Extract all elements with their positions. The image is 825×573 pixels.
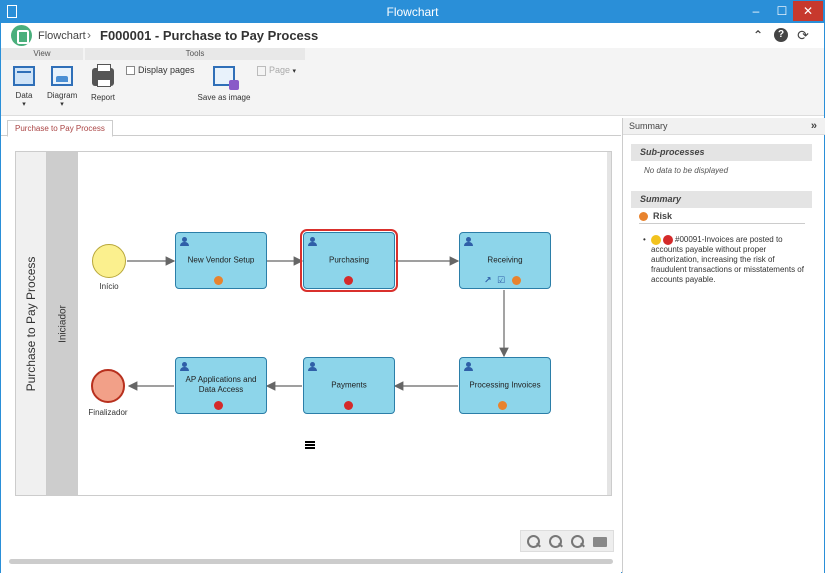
flowchart-diagram[interactable]: Purchase to Pay Process Iniciador Início bbox=[15, 151, 612, 496]
risk-level-icons bbox=[651, 235, 675, 245]
checkbox-icon[interactable] bbox=[126, 66, 135, 76]
page-icon bbox=[257, 65, 266, 76]
expand-panel-icon[interactable]: » bbox=[810, 120, 817, 132]
user-icon bbox=[180, 362, 190, 371]
data-icon bbox=[13, 66, 35, 86]
user-icon bbox=[180, 237, 190, 246]
pool-label: Purchase to Pay Process bbox=[16, 152, 47, 495]
flowchart-logo-icon bbox=[11, 25, 32, 46]
image-save-icon bbox=[213, 66, 239, 90]
diagram-icon bbox=[51, 66, 73, 86]
neutral-face-icon bbox=[651, 235, 661, 245]
risk-alert-icon[interactable] bbox=[214, 401, 223, 410]
user-icon bbox=[464, 362, 474, 371]
check-icon[interactable]: ☑ bbox=[497, 275, 506, 285]
view-group-label: View bbox=[1, 48, 83, 60]
refresh-icon[interactable]: ⟳ bbox=[797, 27, 809, 43]
printer-icon bbox=[92, 64, 114, 87]
maximize-button[interactable]: ☐ bbox=[776, 4, 788, 18]
folder-icon[interactable] bbox=[593, 537, 607, 547]
ribbon-toolbar: View Tools Data ▾ Diagram ▾ Report Displ… bbox=[1, 48, 824, 116]
tab-bar: Purchase to Pay Process bbox=[1, 118, 621, 137]
breadcrumb-separator-icon: › bbox=[87, 28, 91, 42]
task-ap-applications[interactable]: AP Applications and Data Access bbox=[175, 357, 267, 414]
document-icon bbox=[7, 5, 17, 18]
tab-purchase-to-pay[interactable]: Purchase to Pay Process bbox=[7, 120, 113, 137]
user-icon bbox=[308, 362, 318, 371]
save-as-image-button[interactable]: Save as image bbox=[195, 66, 253, 102]
summary-panel: Summary » Sub-processes No data to be di… bbox=[622, 118, 825, 573]
title-bar: Flowchart – ☐ ✕ bbox=[1, 1, 824, 23]
risk-icon bbox=[639, 212, 648, 221]
risk-alert-icon[interactable] bbox=[344, 401, 353, 410]
task-processing-invoices[interactable]: Processing Invoices bbox=[459, 357, 551, 414]
subprocesses-heading[interactable]: Sub-processes bbox=[631, 144, 812, 161]
data-button[interactable]: Data ▾ bbox=[11, 66, 37, 108]
diagram-canvas-area: Purchase to Pay Process Iniciador Início bbox=[1, 137, 621, 573]
user-icon bbox=[464, 237, 474, 246]
user-icon bbox=[308, 237, 318, 246]
risk-icon[interactable] bbox=[512, 276, 521, 285]
risk-icon[interactable] bbox=[498, 401, 507, 410]
task-new-vendor-setup[interactable]: New Vendor Setup bbox=[175, 232, 267, 289]
summary-heading[interactable]: Summary bbox=[631, 191, 812, 208]
start-event-label: Início bbox=[99, 282, 119, 291]
chart-icon[interactable]: ↗ bbox=[484, 275, 492, 285]
task-purchasing[interactable]: Purchasing bbox=[300, 229, 398, 292]
risk-icon[interactable] bbox=[214, 276, 223, 285]
lane-label: Iniciador bbox=[47, 152, 78, 495]
chevron-down-icon: ▾ bbox=[60, 101, 64, 108]
diagram-button[interactable]: Diagram ▾ bbox=[47, 66, 77, 108]
window-title: Flowchart bbox=[386, 5, 439, 19]
page-title: F000001 - Purchase to Pay Process bbox=[100, 28, 319, 43]
chevron-down-icon: ▾ bbox=[292, 68, 297, 75]
zoom-in-icon[interactable] bbox=[549, 535, 563, 549]
close-button[interactable]: ✕ bbox=[793, 1, 823, 21]
zoom-toolbar bbox=[520, 530, 614, 552]
page-dropdown[interactable]: Page ▾ bbox=[257, 65, 296, 76]
zoom-fit-icon[interactable] bbox=[571, 535, 585, 549]
display-pages-checkbox[interactable]: Display pages bbox=[126, 65, 195, 76]
task-payments[interactable]: Payments bbox=[303, 357, 395, 414]
collapse-icon[interactable]: ⌃ bbox=[752, 28, 764, 42]
end-event-label: Finalizador bbox=[88, 408, 128, 417]
risk-alert-icon[interactable] bbox=[344, 276, 353, 285]
minimize-button[interactable]: – bbox=[752, 4, 760, 18]
horizontal-scrollbar[interactable] bbox=[9, 559, 613, 564]
chevron-down-icon: ▾ bbox=[22, 101, 26, 108]
summary-panel-header: Summary » bbox=[623, 118, 825, 135]
start-event[interactable] bbox=[92, 244, 126, 278]
zoom-out-icon[interactable] bbox=[527, 535, 541, 549]
menu-handle-icon[interactable] bbox=[305, 441, 315, 450]
tools-group-label: Tools bbox=[85, 48, 305, 60]
end-event[interactable] bbox=[91, 369, 125, 403]
report-button[interactable]: Report bbox=[89, 64, 117, 102]
risk-heading: Risk bbox=[639, 211, 805, 224]
vertical-scrollbar[interactable] bbox=[607, 152, 611, 495]
breadcrumb-app[interactable]: Flowchart bbox=[38, 30, 86, 42]
help-icon[interactable]: ? bbox=[774, 28, 788, 42]
bullet-icon: • bbox=[643, 235, 646, 244]
page-header: Flowchart › F000001 - Purchase to Pay Pr… bbox=[1, 23, 824, 48]
sad-face-icon bbox=[663, 235, 673, 245]
no-data-message: No data to be displayed bbox=[644, 166, 729, 175]
task-receiving[interactable]: Receiving ↗ ☑ bbox=[459, 232, 551, 289]
